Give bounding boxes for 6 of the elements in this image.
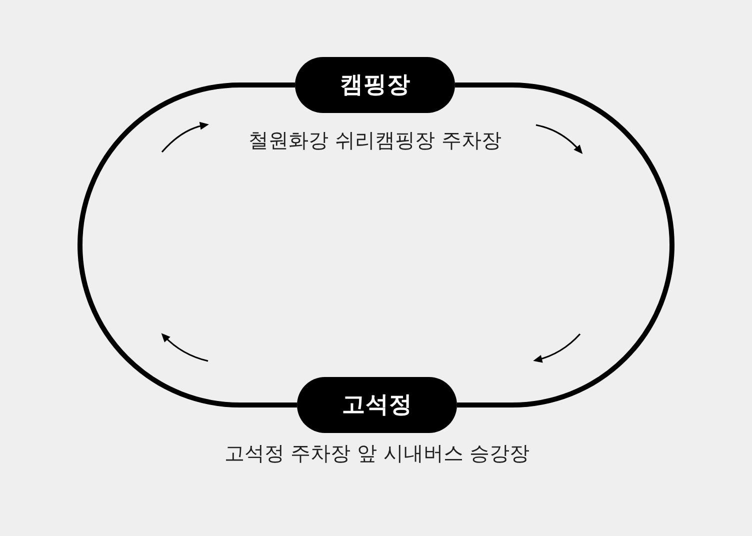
stop-name: 고석정 [342, 391, 412, 419]
route-line [78, 82, 297, 408]
stop-caption: 철원화강 쉬리캠핑장 주차장 [248, 127, 502, 153]
route-line [455, 82, 674, 408]
stop-caption: 고석정 주차장 앞 시내버스 승강장 [224, 440, 530, 466]
stop-name: 캠핑장 [340, 71, 410, 99]
